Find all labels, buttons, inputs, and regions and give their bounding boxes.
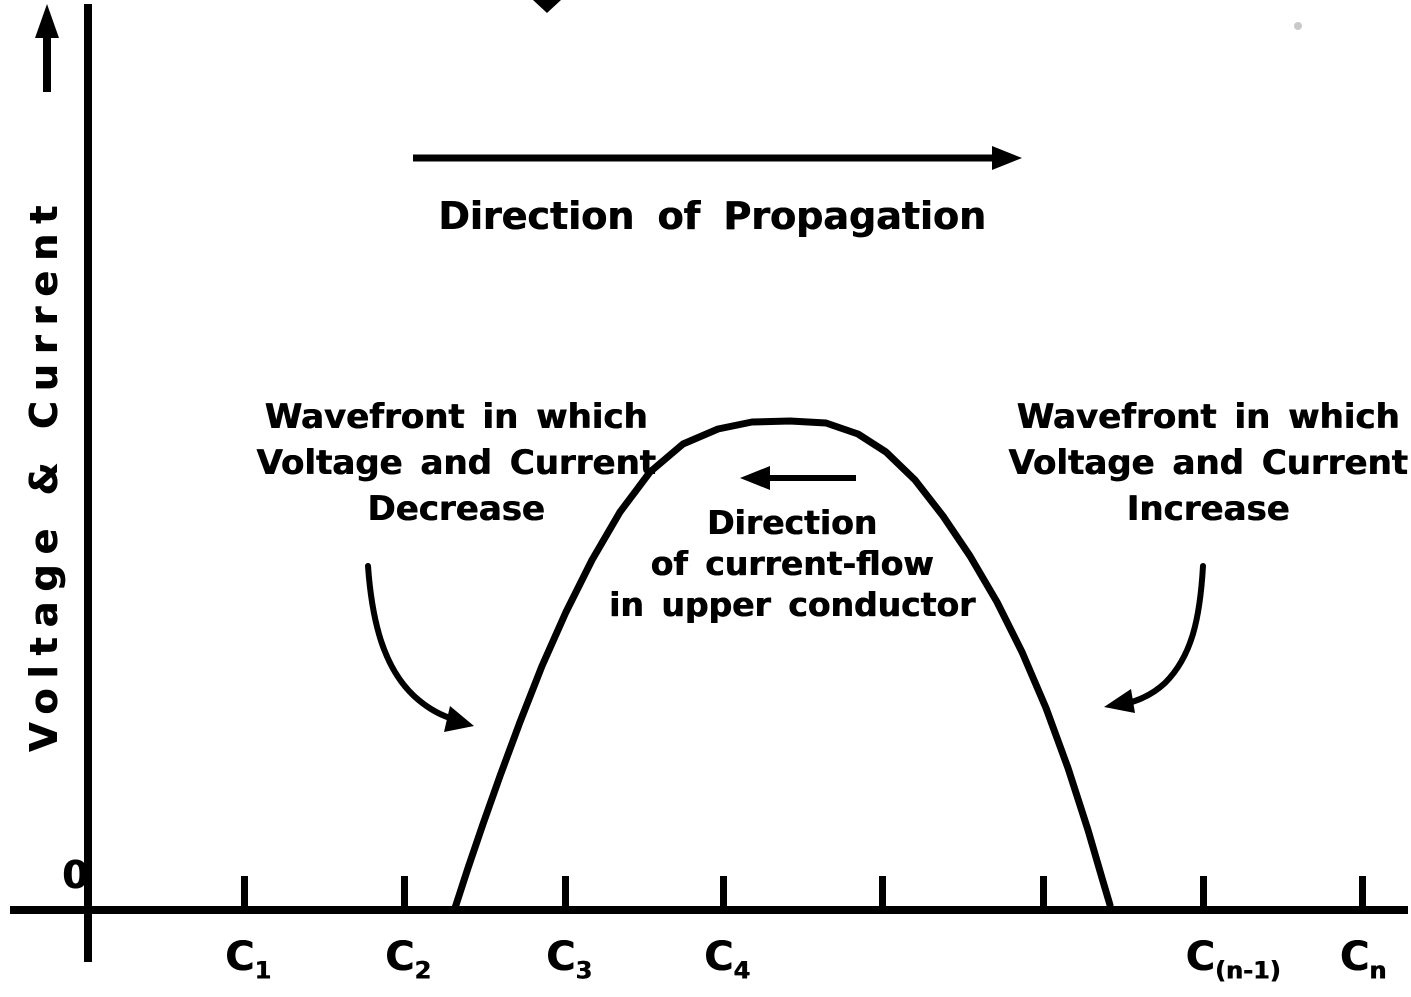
x-tick-label-main: C (1185, 934, 1215, 980)
curved-arrowhead-left-icon (1104, 689, 1135, 713)
origin-zero-label: 0 (62, 853, 89, 897)
x-tick-label-subscript: 4 (733, 956, 751, 985)
current-flow-line1: Direction (706, 503, 878, 542)
right-arrowhead-icon (992, 146, 1022, 170)
x-axis-tick (1200, 876, 1207, 912)
current-flow-line2: of current-flow (650, 544, 934, 583)
x-axis-tick (879, 876, 886, 912)
x-tick-label-main: C (1339, 934, 1370, 980)
x-tick-label: C(n-1) (1185, 934, 1280, 984)
up-arrowhead-icon (35, 4, 59, 38)
x-axis-tick (562, 876, 569, 912)
x-axis-tick (1040, 876, 1047, 912)
wavefront-decrease-line1: Wavefront in which (264, 397, 648, 437)
y-axis-label: Voltage & Current (22, 195, 66, 753)
current-flow-line3: in upper conductor (608, 585, 976, 624)
wavefront-increase-line1: Wavefront in which (1016, 397, 1400, 437)
wave-pulse-curve (451, 417, 1114, 912)
x-tick-label-main: C (224, 934, 255, 980)
x-tick-label: Cn (1340, 934, 1386, 984)
x-tick-label-subscript: 2 (414, 956, 432, 985)
x-tick-label-main: C (384, 934, 415, 980)
current-flow-label: Direction of current-flow in upper condu… (609, 502, 975, 625)
x-axis-tick (720, 876, 727, 912)
x-tick-label: C3 (546, 934, 592, 984)
wavefront-increase-label: Wavefront in which Voltage and Current I… (1008, 394, 1407, 532)
curved-arrowhead-right-icon (444, 706, 474, 732)
cut-off-arrowhead-icon (533, 0, 561, 13)
x-axis-tick (241, 876, 248, 912)
x-tick-label-main: C (703, 934, 734, 980)
wavefront-increase-line3: Increase (1126, 489, 1290, 529)
x-tick-label-subscript: n (1369, 956, 1387, 985)
x-tick-label: C1 (225, 934, 271, 984)
left-arrowhead-icon (740, 466, 770, 490)
x-axis-tick (401, 876, 408, 912)
wavefront-decrease-line2: Voltage and Current (256, 443, 656, 483)
x-tick-label-subscript: 3 (575, 956, 593, 985)
propagation-label: Direction of Propagation (438, 194, 986, 238)
wavefront-decrease-line3: Decrease (367, 489, 545, 529)
x-axis-tick (1359, 876, 1366, 912)
x-tick-label-subscript: (n-1) (1214, 956, 1281, 985)
x-tick-label: C2 (385, 934, 431, 984)
curved-arrow-down-right-icon (365, 563, 453, 721)
wavefront-increase-line2: Voltage and Current (1008, 443, 1408, 483)
wavefront-decrease-label: Wavefront in which Voltage and Current D… (256, 394, 655, 532)
x-tick-label-subscript: 1 (254, 956, 272, 985)
curved-arrow-down-left-icon (1121, 563, 1206, 707)
x-tick-label-main: C (545, 934, 576, 980)
x-tick-label: C4 (704, 934, 750, 984)
scan-speck (1294, 22, 1302, 30)
